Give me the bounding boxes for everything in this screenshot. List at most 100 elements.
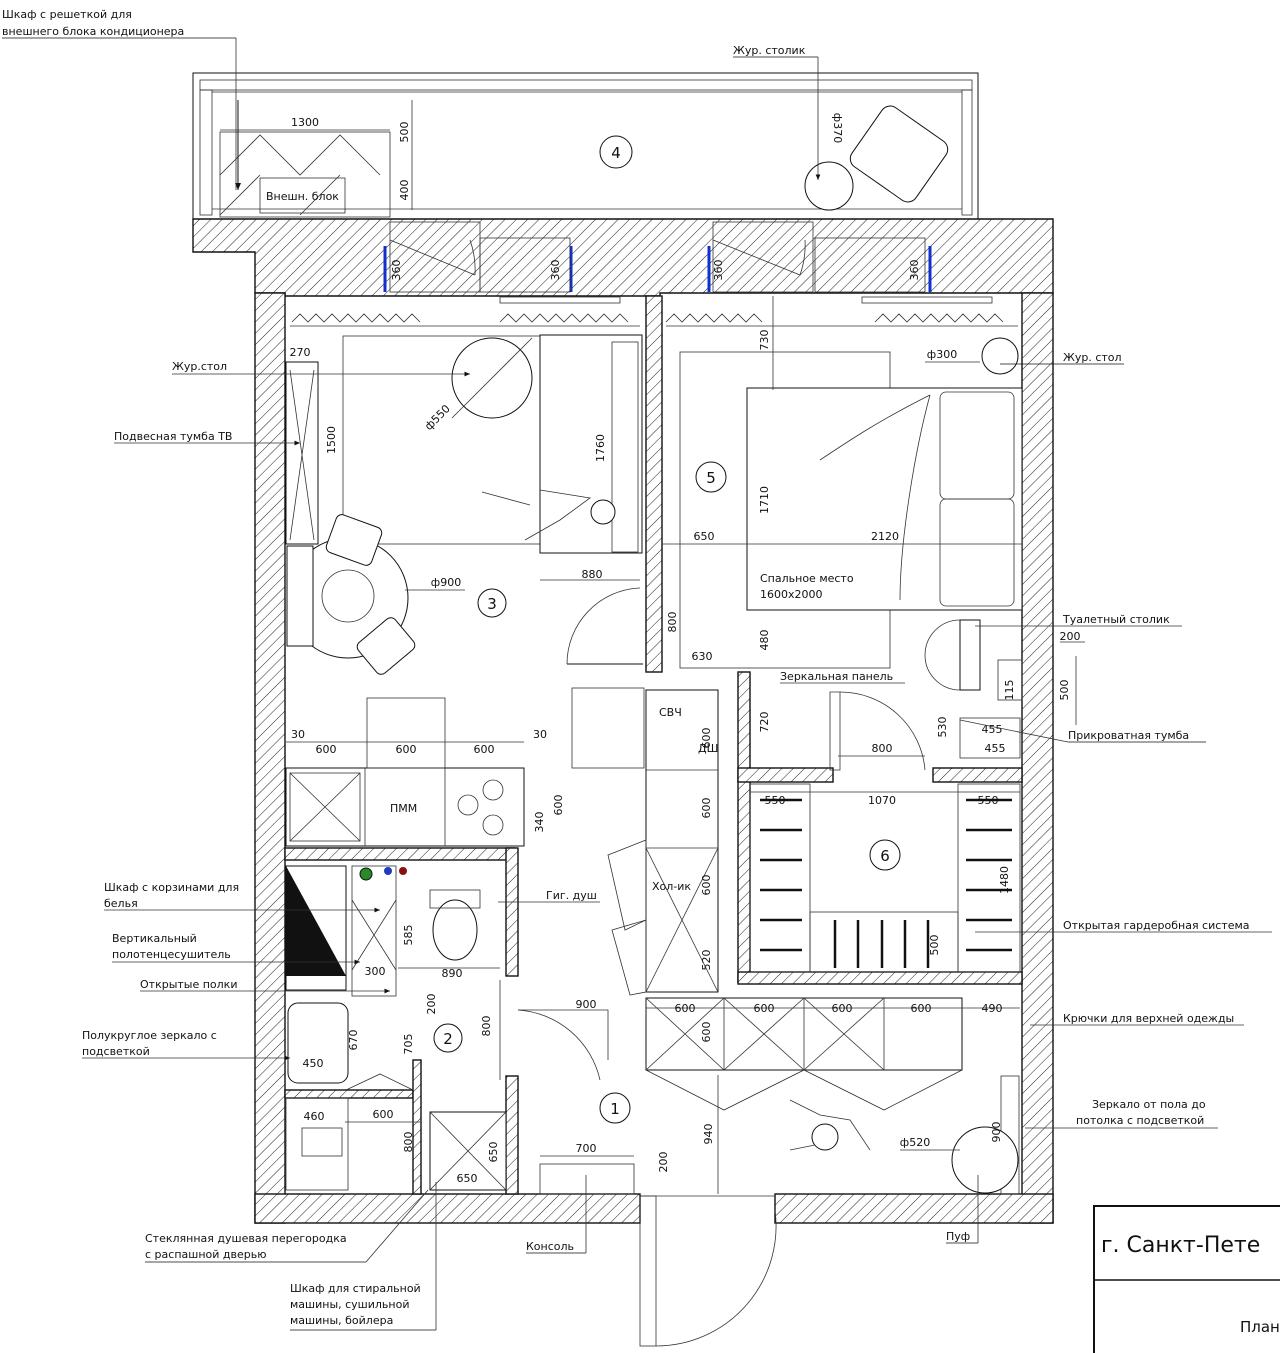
ext-unit-label: Внешн. блок xyxy=(266,190,339,203)
dim: 455 xyxy=(985,742,1006,755)
dim: 1070 xyxy=(868,794,896,807)
stamp-city: г. Санкт-Пете xyxy=(1101,1233,1260,1258)
wardrobe xyxy=(749,783,1021,973)
dim: 800 xyxy=(872,742,893,755)
dim: 880 xyxy=(582,568,603,581)
dim: 600 xyxy=(700,798,713,819)
fridge-label: Хол-ик xyxy=(652,880,691,893)
callout-laundry-1: Шкаф с корзинами для xyxy=(104,881,239,894)
dim: 520 xyxy=(700,950,713,971)
armchair-icon xyxy=(849,105,949,203)
sink-icon xyxy=(287,1002,349,1084)
dim: 550 xyxy=(765,794,786,807)
room-numbers: 4 3 5 6 2 1 xyxy=(433,135,901,1124)
sofa xyxy=(539,334,643,554)
callout-hooks: Крючки для верхней одежды xyxy=(1063,1012,1234,1025)
dim: 360 xyxy=(390,260,403,281)
dim: 530 xyxy=(936,717,949,738)
dim: ф300 xyxy=(927,348,957,361)
dim: 705 xyxy=(402,1034,415,1055)
dim: 115 xyxy=(1003,680,1016,701)
room-1: 1 xyxy=(610,1100,620,1118)
dim: ф520 xyxy=(900,1136,930,1149)
callout-bedroom-table: Жур. стол xyxy=(1063,351,1122,364)
callout-glass-2: с распашной дверью xyxy=(145,1248,266,1261)
dim: 890 xyxy=(442,967,463,980)
dim: 650 xyxy=(694,530,715,543)
bathroom xyxy=(285,865,609,1191)
mmm-label: ПММ xyxy=(390,802,417,815)
dim: 600 xyxy=(552,795,565,816)
room-5: 5 xyxy=(706,469,716,487)
bedroom xyxy=(679,337,1023,771)
dim: 500 xyxy=(928,935,941,956)
callout-round-mirror-2: подсветкой xyxy=(82,1045,150,1058)
curtains xyxy=(290,296,1018,327)
callout-console: Консоль xyxy=(526,1240,574,1253)
dim: 600 xyxy=(700,728,713,749)
dim: 30 xyxy=(291,728,305,741)
dim: ф900 xyxy=(431,576,461,589)
callout-towel-2: полотенцесушитель xyxy=(112,948,231,961)
dim: 630 xyxy=(692,650,713,663)
person-icon-2 xyxy=(789,1099,871,1151)
callout-bedside: Прикроватная тумба xyxy=(1068,729,1189,742)
dim: 800 xyxy=(402,1132,415,1153)
dim: 1500 xyxy=(325,426,338,454)
dim: ф370 xyxy=(831,113,844,143)
dim: 500 xyxy=(1058,680,1071,701)
dim: 940 xyxy=(702,1124,715,1145)
dim: 270 xyxy=(290,346,311,359)
dim: 1760 xyxy=(594,434,607,462)
living-room xyxy=(285,334,643,675)
dim: 650 xyxy=(457,1172,478,1185)
dim: 800 xyxy=(666,612,679,633)
callout-mirror-panel: Зеркальная панель xyxy=(780,670,893,683)
stamp-sheet: План xyxy=(1240,1318,1280,1336)
dim: 1710 xyxy=(758,486,771,514)
dim: 480 xyxy=(758,630,771,651)
callout-living-table: Жур.стол xyxy=(172,360,227,373)
walls xyxy=(192,218,1054,1224)
dim: 720 xyxy=(758,712,771,733)
callout-tv-unit: Подвесная тумба ТВ xyxy=(114,430,232,443)
callout-vanity: Туалетный столик xyxy=(1062,613,1170,626)
dim: 700 xyxy=(576,1142,597,1155)
callout-wardrobe: Открытая гардеробная система xyxy=(1063,919,1250,932)
dim: 600 xyxy=(700,875,713,896)
dim: 600 xyxy=(754,1002,775,1015)
callout-shelves: Открытые полки xyxy=(140,978,237,991)
dim: 670 xyxy=(347,1030,360,1051)
hallway xyxy=(539,997,1020,1347)
dim: ф550 xyxy=(422,402,453,433)
person-icon xyxy=(481,489,616,541)
dim: 600 xyxy=(373,1108,394,1121)
dim: 455 xyxy=(982,723,1003,736)
callout-round-mirror-1: Полукруглое зеркало с xyxy=(82,1029,217,1042)
callout-ac-2: внешнего блока кондиционера xyxy=(2,25,184,38)
balcony xyxy=(192,72,979,220)
dim: 2120 xyxy=(871,530,899,543)
room-6: 6 xyxy=(880,847,890,865)
dim: 900 xyxy=(990,1122,1003,1143)
dim: 400 xyxy=(398,180,411,201)
dim: 900 xyxy=(576,998,597,1011)
dim: 30 xyxy=(533,728,547,741)
callouts: Шкаф с решеткой для внешнего блока конди… xyxy=(2,8,1272,1331)
room-3: 3 xyxy=(487,595,497,613)
dim: 490 xyxy=(982,1002,1003,1015)
callout-laundry-2: белья xyxy=(104,897,138,910)
dim: 600 xyxy=(911,1002,932,1015)
window-marks xyxy=(383,221,932,293)
dim: 200 xyxy=(657,1152,670,1173)
dim: 600 xyxy=(316,743,337,756)
dim: 360 xyxy=(712,260,725,281)
toilet-icon xyxy=(432,899,478,961)
dim: 600 xyxy=(675,1002,696,1015)
dim: 300 xyxy=(365,965,386,978)
room-4: 4 xyxy=(611,144,621,162)
callout-hyg-shower: Гиг. душ xyxy=(546,889,597,902)
dim: 340 xyxy=(533,812,546,833)
dim: 730 xyxy=(758,330,771,351)
